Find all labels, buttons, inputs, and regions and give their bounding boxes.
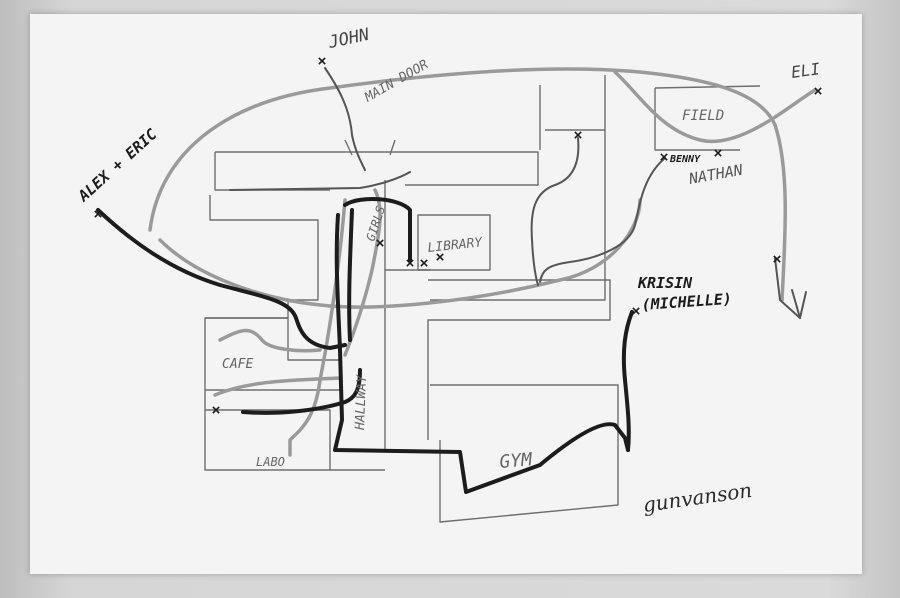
route-upper-x xyxy=(530,137,580,286)
route-library-dark xyxy=(343,197,412,262)
marker-library-2: × xyxy=(420,255,429,272)
wall-labo-room xyxy=(205,409,331,470)
thin-routes xyxy=(229,67,807,319)
paper-sheet xyxy=(30,14,862,574)
route-inner-loop xyxy=(158,198,642,309)
wall-hallway-right xyxy=(384,180,430,450)
route-hallway-gray xyxy=(288,198,347,457)
dark-routes xyxy=(96,197,634,494)
route-eli-arrow xyxy=(791,289,807,319)
label-krisin: KRISIN xyxy=(637,274,693,292)
wall-upper-right-rooms xyxy=(430,75,606,301)
route-benny xyxy=(539,157,666,283)
wall-middle-block xyxy=(427,279,611,440)
label-library: LIBRARY xyxy=(427,235,484,256)
marker-library-3: × xyxy=(436,249,445,266)
route-girls-gray xyxy=(343,188,382,357)
marker-benny: × xyxy=(660,149,669,166)
marker-cafe: × xyxy=(212,402,221,419)
route-alex-top xyxy=(229,171,411,191)
route-krisin xyxy=(621,310,634,452)
label-alex-eric: ALEX + ERIC xyxy=(74,125,161,206)
wall-field-room xyxy=(654,85,761,151)
label-gym: GYM xyxy=(499,449,534,473)
marker-eli: × xyxy=(814,83,823,100)
label-hallway: HALLWAY xyxy=(353,374,370,431)
marker-krisin: × xyxy=(632,303,641,320)
route-field-arc xyxy=(613,70,817,144)
wall-gym-room xyxy=(430,384,619,523)
marker-library-1: × xyxy=(406,255,415,272)
marker-upper: × xyxy=(574,127,583,144)
route-outer-loop xyxy=(148,67,787,302)
route-john xyxy=(324,67,366,171)
route-hallway-dark-2 xyxy=(347,208,354,342)
label-eli: ELI xyxy=(790,59,822,82)
route-lab-dark xyxy=(241,368,362,415)
label-field: FIELD xyxy=(682,108,724,124)
marker-nathan: × xyxy=(714,145,723,162)
label-john: JOHN xyxy=(326,25,372,53)
label-michelle: (MICHELLE) xyxy=(641,290,732,314)
route-alex-eric xyxy=(96,208,347,350)
label-cafe: CAFE xyxy=(222,357,253,372)
route-cafe-gray xyxy=(218,328,322,353)
marker-alex-eric: × xyxy=(94,206,103,223)
label-benny: BENNY xyxy=(669,154,701,165)
label-labo: LABO xyxy=(256,455,285,469)
gray-routes xyxy=(148,67,817,457)
marker-john: × xyxy=(318,53,327,70)
marker-eli-path: × xyxy=(773,251,782,268)
marker-girls: × xyxy=(376,235,385,252)
signature: gunvanson xyxy=(641,478,753,517)
route-hallway-dark xyxy=(333,213,630,494)
route-lower-gray xyxy=(213,376,342,397)
wall-main-door-posts xyxy=(344,139,396,156)
route-eli-down xyxy=(774,257,801,319)
x-markers: × × × × × × × × × × × × × xyxy=(94,53,823,419)
wall-library-room xyxy=(417,214,491,271)
